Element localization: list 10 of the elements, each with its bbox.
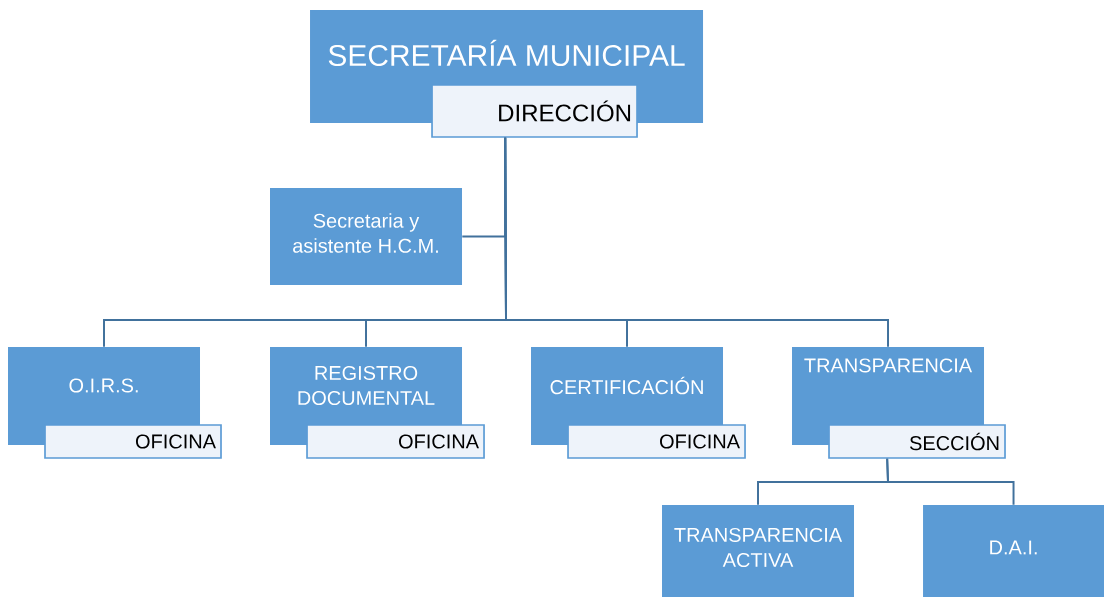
connector-line [886,457,1015,506]
level-tag: OFICINA [306,424,485,459]
connector-line [504,136,889,348]
level-tag: OFICINA [44,424,222,459]
level-tag: DIRECCIÓN [431,84,638,138]
unit-box: TRANSPARENCIA ACTIVA [662,505,854,597]
level-tag: SECCIÓN [828,424,1006,459]
unit-box: Secretaria y asistente H.C.M. [270,188,462,285]
level-tag: OFICINA [567,424,746,459]
unit-box: D.A.I. [923,505,1104,597]
